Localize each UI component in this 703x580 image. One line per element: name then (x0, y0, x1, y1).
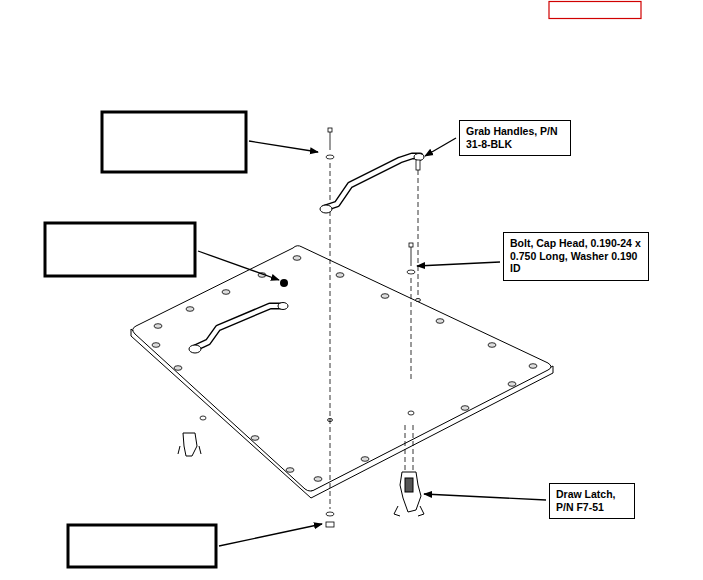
leader-line (424, 494, 546, 500)
hole (381, 294, 389, 299)
axis-line (405, 425, 406, 470)
blank-callout-box (45, 223, 195, 276)
blank-callout-box (68, 525, 216, 567)
reference-dot (280, 279, 288, 287)
draw-latch-installed (178, 433, 201, 456)
hole (286, 468, 294, 473)
assembly-axes (330, 163, 418, 509)
hole (251, 436, 259, 441)
bolt-shank (330, 132, 331, 150)
latch-hook (394, 506, 424, 516)
callout-text: Bolt, Cap Head, 0.190-24 x 0.750 Long, W… (510, 237, 642, 275)
nut (200, 416, 206, 420)
hole (361, 457, 369, 462)
handle-foot (278, 303, 288, 310)
axis-line (330, 163, 331, 509)
hole (174, 366, 182, 371)
leader-line (425, 138, 456, 156)
washer (326, 512, 334, 516)
hole (416, 298, 421, 301)
blank-callout-box (102, 112, 246, 172)
plate-top (133, 246, 551, 491)
callout-text: Draw Latch, P/N F7-51 (556, 488, 628, 513)
hole (154, 324, 162, 329)
latch-lever (405, 478, 413, 492)
bolt-head (409, 243, 413, 247)
plate-holes (152, 256, 537, 482)
latch-body (400, 472, 421, 512)
hole (293, 256, 301, 261)
latch-body (183, 433, 197, 456)
callout-box: Grab Handles, P/N 31-8-BLK (459, 120, 571, 156)
handle-body (195, 306, 280, 348)
hole (488, 343, 496, 348)
axis-line (418, 170, 419, 298)
nut (408, 411, 414, 415)
leader-line (249, 141, 318, 152)
hole (461, 406, 469, 411)
hole (336, 273, 344, 278)
washer (407, 270, 415, 274)
handle-body (325, 156, 420, 208)
handle-foot (414, 154, 424, 161)
leader-lines (198, 138, 546, 546)
latch-hook (178, 446, 201, 454)
handle-stud (416, 160, 420, 170)
handle-foot (320, 205, 332, 213)
callout-box: Bolt, Cap Head, 0.190-24 x 0.750 Long, W… (503, 232, 649, 281)
hole (186, 307, 194, 312)
leader-line (198, 251, 279, 280)
washer (326, 155, 334, 159)
bolt-set (200, 243, 415, 420)
red-frame (549, 2, 641, 19)
hole (436, 319, 444, 324)
axis-line (413, 425, 414, 470)
bolt-set (326, 128, 334, 527)
axis-line (411, 278, 412, 380)
grab-handle-exploded (320, 154, 424, 214)
handle-foot (189, 345, 201, 353)
hole (314, 477, 322, 482)
callout-box: Draw Latch, P/N F7-51 (549, 483, 635, 519)
hole (152, 343, 160, 348)
grab-handle-installed (189, 303, 288, 354)
callout-text: Grab Handles, P/N 31-8-BLK (466, 125, 564, 150)
handle-outline (325, 156, 420, 208)
nut (326, 522, 334, 527)
draw-latch-exploded (394, 472, 424, 516)
handle-outline (195, 306, 280, 348)
hole (222, 290, 230, 295)
bolt-shank (411, 247, 412, 266)
bolt-head (328, 128, 332, 132)
hole (529, 364, 537, 369)
hole (508, 382, 516, 387)
leader-line (219, 524, 322, 546)
leader-line (417, 262, 500, 266)
